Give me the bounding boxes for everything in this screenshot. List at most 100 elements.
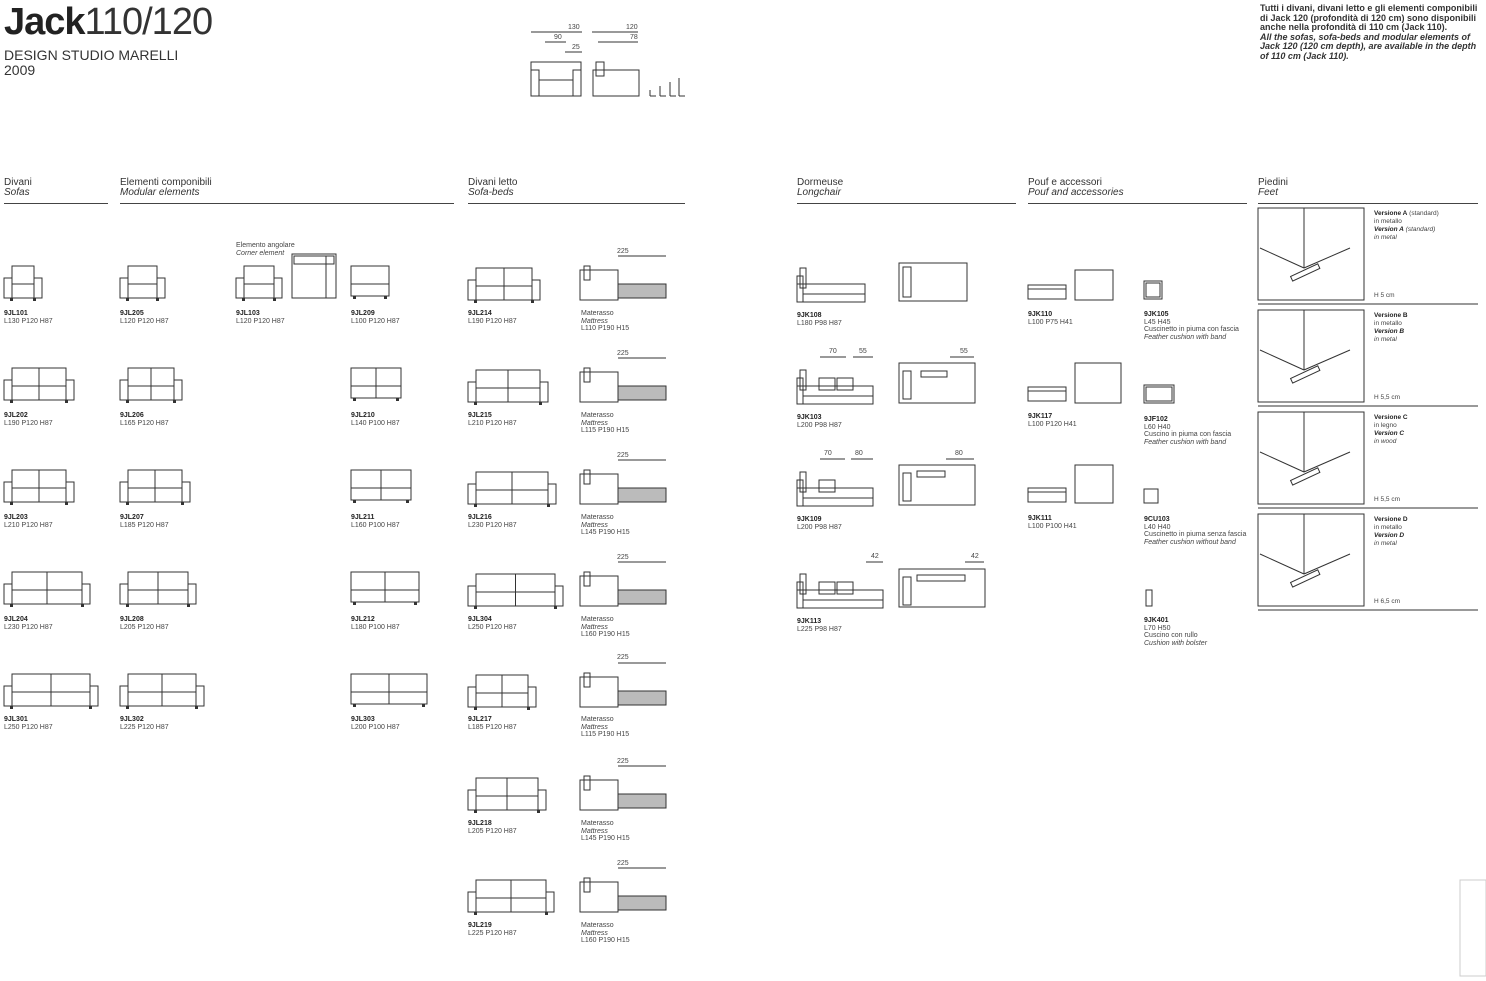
longchair-dim: 70 [824, 450, 832, 457]
foot-drawing [1257, 207, 1365, 301]
sofabed-side-drawing [579, 255, 667, 301]
sofabed-front-drawing [467, 471, 557, 507]
cushion-drawing [1143, 384, 1175, 404]
brand-name: Jack [4, 1, 86, 43]
foot-detail [1289, 263, 1321, 282]
sofa-drawing [119, 367, 183, 403]
sofabed-front-drawing [467, 573, 564, 609]
header-dim: 25 [572, 44, 580, 51]
studio-name: DESIGN STUDIO MARELLI [4, 47, 179, 63]
modular-drawing [350, 469, 412, 503]
sofabed-side-drawing [579, 765, 667, 811]
sofabed-front-drawing [467, 267, 541, 303]
depth-note-en: All the sofas, sofa-beds and modular ele… [1260, 31, 1477, 61]
sofabed-front-drawing [467, 674, 537, 710]
sofabed-side-drawing [579, 561, 667, 607]
sofabed-side-drawing [579, 867, 667, 913]
sofa-drawing [3, 571, 91, 607]
longchair-dim: 42 [971, 553, 979, 560]
longchair-plan [898, 362, 976, 404]
sofa-drawing [119, 673, 205, 709]
sofabed-dim: 225 [617, 758, 629, 765]
modular-drawing [350, 571, 420, 605]
header-dim: 120 [626, 24, 638, 31]
year: 2009 [4, 62, 36, 78]
depth-note: Tutti i divani, divani letto e gli eleme… [1260, 3, 1482, 61]
pouf-front-drawing [1027, 386, 1067, 402]
sofa-drawing [119, 265, 166, 301]
header-dim: 90 [554, 34, 562, 41]
sofabed-side-drawing [579, 662, 667, 708]
section-rule [120, 203, 454, 204]
header-dim: 78 [630, 34, 638, 41]
sofabed-side-drawing [579, 459, 667, 505]
longchair-dim: 42 [871, 553, 879, 560]
armchair-side [592, 69, 640, 97]
pouf-plan-drawing [1074, 362, 1122, 404]
sofabed-dim: 225 [617, 654, 629, 661]
model-range: 110/120 [84, 1, 214, 43]
pouf-plan-drawing [1074, 464, 1114, 504]
corner-element-plan [291, 253, 337, 299]
foot-detail [1289, 365, 1321, 384]
sofabed-dim: 225 [617, 452, 629, 459]
longchair-dim: 80 [855, 450, 863, 457]
sofa-drawing [119, 469, 191, 505]
sofabed-front-drawing [467, 369, 549, 405]
longchair-dim: 55 [960, 348, 968, 355]
foot-drawing [1257, 513, 1365, 607]
foot-height: H 5 cm [1374, 292, 1395, 299]
bolster-cushion-drawing [1145, 589, 1153, 607]
sofabed-dim: 225 [617, 554, 629, 561]
foot-drawing [1257, 411, 1365, 505]
cushion-drawing [1143, 488, 1159, 504]
page-title: Jack110/120 [4, 1, 214, 43]
foot-height: H 6,5 cm [1374, 598, 1401, 605]
longchair-drawing [796, 283, 866, 303]
depth-note-it: Tutti i divani, divani letto e gli eleme… [1260, 3, 1478, 32]
foot-drawing [1257, 309, 1365, 403]
sofa-drawing [119, 571, 197, 607]
longchair-dim: 80 [955, 450, 963, 457]
sofabed-dim: 225 [617, 248, 629, 255]
section-rule [1258, 203, 1478, 204]
section-rule [4, 203, 108, 204]
page-edge-fragment [1459, 879, 1486, 977]
